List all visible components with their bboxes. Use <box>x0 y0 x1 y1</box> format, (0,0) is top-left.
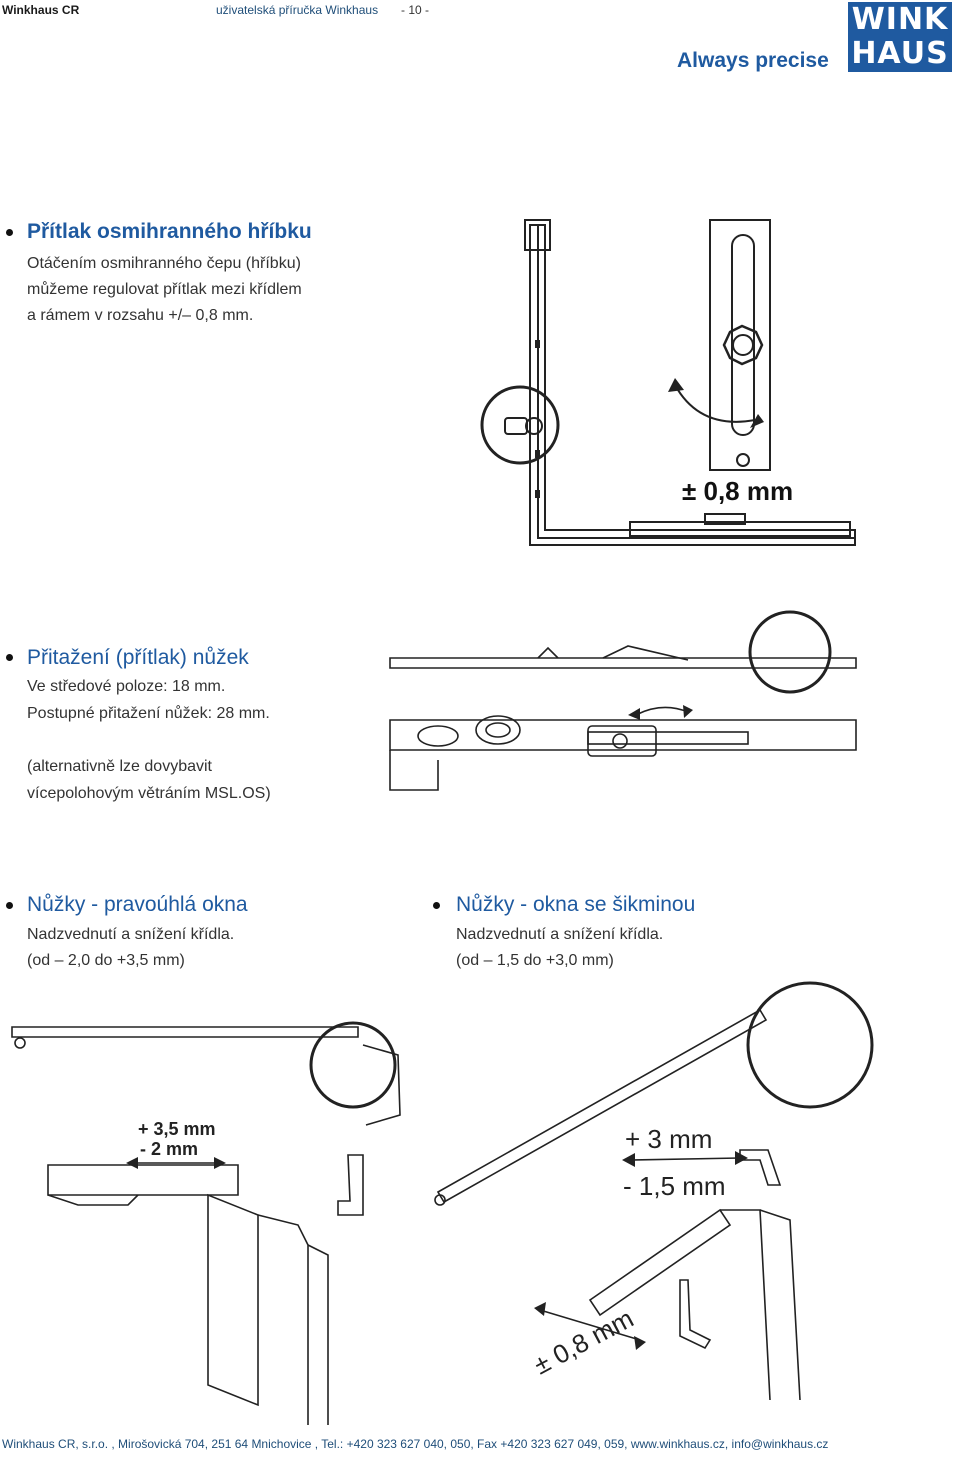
rect-scissors-figure: + 3,5 mm - 2 mm <box>11 1021 401 1425</box>
section3-line1: Nadzvednutí a snížení křídla. <box>27 926 235 943</box>
section2-note2: vícepolohovým větráním MSL.OS) <box>27 785 271 802</box>
header-company: Winkhaus CR <box>2 3 80 17</box>
bullet-icon <box>6 229 13 236</box>
section3-line2: (od – 2,0 do +3,5 mm) <box>27 952 185 969</box>
rect-figure-label-minus: - 2 mm <box>140 1139 198 1159</box>
slanted-figure-label-plus: + 3 mm <box>625 1124 712 1154</box>
mushroom-figure-label: ± 0,8 mm <box>682 476 793 506</box>
slanted-figure-label-minus: - 1,5 mm <box>623 1171 726 1201</box>
bullet-icon <box>6 654 13 661</box>
slogan: Always precise <box>677 49 829 72</box>
section2-line2: Postupné přitažení nůžek: 28 mm. <box>27 705 270 722</box>
section2-note1: (alternativně lze dovybavit <box>27 758 212 775</box>
section-title-mushroom: Přítlak osmihranného hříbku <box>27 220 312 243</box>
winkhaus-logo: WINK HAUS <box>848 2 952 72</box>
section1-line2: můžeme regulovat přítlak mezi křídlem <box>27 281 302 298</box>
slanted-figure-label-rotation: ± 0,8 mm <box>529 1303 639 1380</box>
footer-contact: Winkhaus CR, s.r.o. , Mirošovická 704, 2… <box>2 1437 829 1451</box>
section4-line1: Nadzvednutí a snížení křídla. <box>456 926 664 943</box>
logo-line2: HAUS <box>851 36 949 71</box>
slanted-scissors-figure: + 3 mm - 1,5 mm ± 0,8 mm <box>434 981 874 1401</box>
section4-line2: (od – 1,5 do +3,0 mm) <box>456 952 614 969</box>
mushroom-figure: ± 0,8 mm <box>480 219 856 546</box>
section1-line1: Otáčením osmihranného čepu (hříbku) <box>27 255 301 272</box>
bullet-icon <box>433 902 440 909</box>
section-title-slanted-scissors: Nůžky - okna se šikminou <box>456 893 696 916</box>
scissors-pressure-figure <box>389 610 857 791</box>
section1-line3: a rámem v rozsahu +/– 0,8 mm. <box>27 307 254 324</box>
section-title-scissors-pressure: Přitažení (přítlak) nůžek <box>27 646 249 669</box>
bullet-icon <box>6 902 13 909</box>
page-number: - 10 - <box>401 3 430 17</box>
section2-line1: Ve středové poloze: 18 mm. <box>27 678 226 695</box>
header-manual-title: uživatelská příručka Winkhaus <box>216 3 379 17</box>
rect-figure-label-plus: + 3,5 mm <box>138 1119 216 1139</box>
section-title-rect-scissors: Nůžky - pravoúhlá okna <box>27 893 248 916</box>
logo-line1: WINK <box>851 2 949 37</box>
